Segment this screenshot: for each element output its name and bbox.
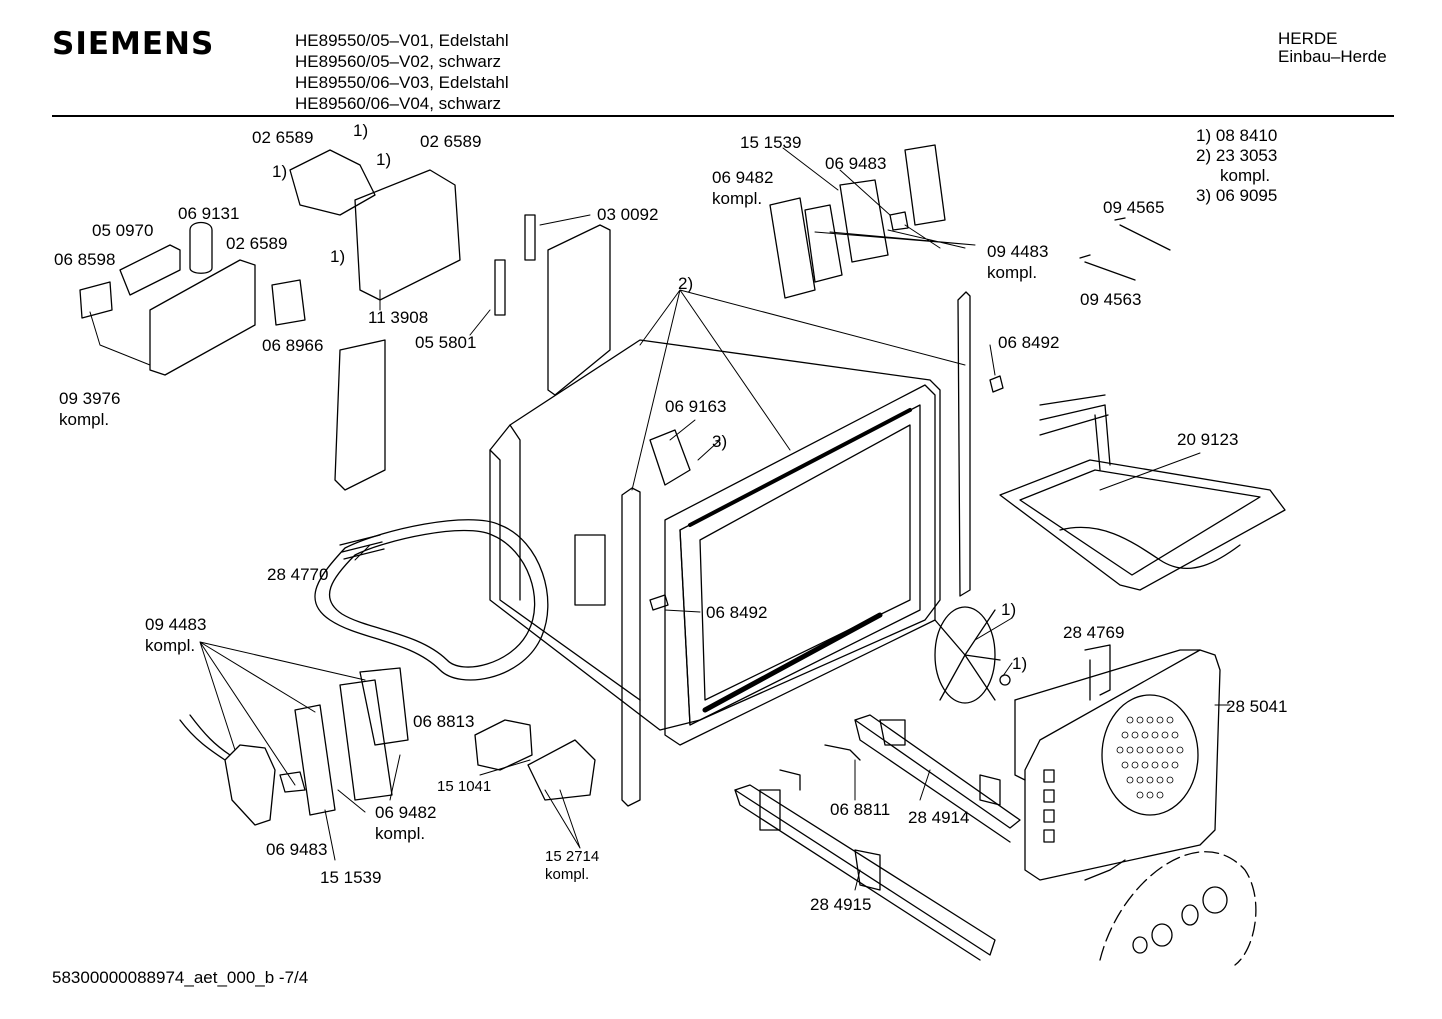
legend-mark: 1) (1196, 126, 1212, 145)
motor-and-terminal-area (80, 150, 610, 490)
part-label: 15 1041 (437, 778, 492, 795)
part-label-suffix: kompl. (712, 189, 763, 208)
category-line2: Einbau–Herde (1278, 47, 1387, 66)
footnote-legend: 1) 08 8410 2) 23 3053 kompl. 3) 06 9095 (1196, 126, 1277, 206)
footnote-mark: 1) (330, 247, 346, 266)
part-label: 28 4914 (908, 808, 970, 827)
footnote-mark: 1) (353, 121, 369, 140)
category-line1: HERDE (1278, 29, 1338, 48)
footnote-mark: 1) (1001, 600, 1017, 619)
part-label: 03 0092 (597, 205, 659, 224)
part-label: 02 6589 (252, 128, 314, 147)
header-divider (52, 115, 1394, 117)
detail-callout (1085, 852, 1256, 965)
leader-lines (90, 148, 1230, 890)
model-line: HE89560/05–V02, schwarz (295, 52, 502, 71)
model-line: HE89550/05–V01, Edelstahl (295, 31, 509, 50)
fan-grille-holes (1117, 717, 1183, 798)
part-label: 28 4770 (267, 565, 329, 584)
part-label: 28 4769 (1063, 623, 1125, 642)
part-label: 28 5041 (1226, 697, 1288, 716)
part-label: 05 0970 (92, 221, 154, 240)
top-grill-element (1000, 395, 1285, 590)
part-label: 06 9131 (178, 204, 240, 223)
part-label: 11 3908 (368, 308, 429, 327)
part-label: 15 2714 (545, 848, 600, 865)
part-label: 15 1539 (740, 133, 802, 152)
legend-row: 1) 08 8410 (1196, 126, 1277, 146)
model-line: HE89560/06–V04, schwarz (295, 94, 502, 113)
part-label: 06 9483 (825, 154, 887, 173)
convection-housing (1015, 645, 1220, 880)
document-id: 58300000088974_aet_000_b -7/4 (52, 968, 309, 987)
lamp-assembly-lower (180, 668, 408, 825)
connector-parts (475, 218, 1170, 800)
footnote-mark: 1) (1012, 654, 1028, 673)
part-label: 06 8813 (413, 712, 475, 731)
part-label: 06 8966 (262, 336, 324, 355)
legend-row: kompl. (1196, 166, 1277, 186)
footnote-mark: 3) (712, 432, 728, 451)
legend-part: 06 9095 (1215, 186, 1278, 205)
part-label: 20 9123 (1177, 430, 1239, 449)
model-line: HE89550/06–V03, Edelstahl (295, 73, 509, 92)
model-list: HE89550/05–V01, Edelstahl HE89560/05–V02… (295, 30, 509, 114)
part-label: 09 4563 (1080, 290, 1142, 309)
footnote-mark: 2) (678, 274, 694, 293)
part-label: 15 1539 (320, 868, 382, 887)
part-label-suffix: kompl. (375, 824, 426, 843)
part-label-suffix: kompl. (987, 263, 1038, 282)
part-label: 06 8492 (706, 603, 768, 622)
category: HERDE Einbau–Herde (1278, 30, 1387, 66)
legend-part: kompl. (1220, 166, 1271, 185)
part-label: 09 4565 (1103, 198, 1165, 217)
part-label-suffix: kompl. (59, 410, 110, 429)
part-label: 05 5801 (415, 333, 477, 352)
legend-mark: 3) (1196, 186, 1212, 205)
part-label: 06 9483 (266, 840, 328, 859)
footnote-mark: 1) (272, 162, 288, 181)
part-label-suffix: kompl. (545, 866, 590, 883)
part-label: 06 9163 (665, 397, 727, 416)
legend-part: 23 3053 (1215, 146, 1278, 165)
footnote-mark: 1) (376, 150, 392, 169)
part-label: 02 6589 (420, 132, 482, 151)
side-rails (622, 292, 970, 806)
bottom-heater (315, 520, 548, 680)
part-label: 06 9482 (375, 803, 437, 822)
brand-logo: SIEMENS (52, 26, 215, 62)
shelf-supports (735, 715, 1020, 960)
part-label: 09 4483 (145, 615, 207, 634)
part-label: 28 4915 (810, 895, 872, 914)
part-label: 09 4483 (987, 242, 1049, 261)
fan-wheel (935, 607, 1010, 703)
legend-part: 08 8410 (1215, 126, 1278, 145)
part-label: 06 8598 (54, 250, 116, 269)
lamp-assembly-upper (770, 145, 945, 298)
legend-mark: 2) (1196, 146, 1212, 165)
part-label: 09 3976 (59, 389, 121, 408)
legend-row: 3) 06 9095 (1196, 186, 1277, 206)
oven-cavity (490, 340, 940, 745)
part-label: 02 6589 (226, 234, 288, 253)
part-label: 06 8492 (998, 333, 1060, 352)
part-label: 06 8811 (830, 800, 891, 819)
part-label: 06 9482 (712, 168, 774, 187)
part-label-suffix: kompl. (145, 636, 196, 655)
legend-row: 2) 23 3053 (1196, 146, 1277, 166)
